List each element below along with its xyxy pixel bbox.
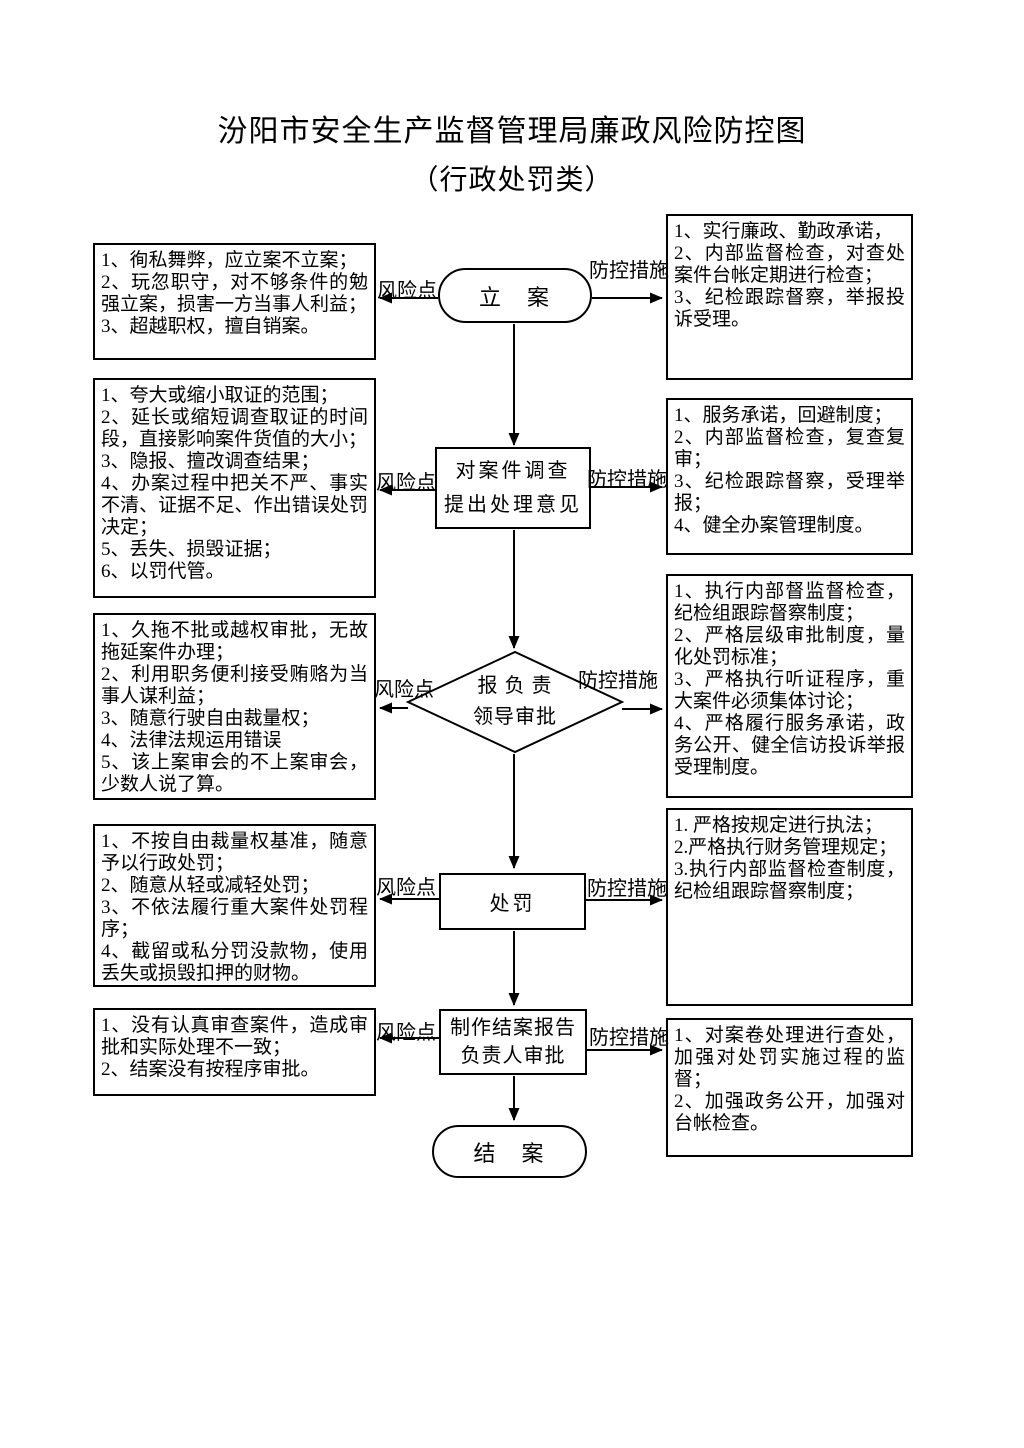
- risk-label-3: 风险点: [374, 679, 434, 701]
- list-item: 4、法律法规运用错误: [101, 730, 282, 751]
- list-item: 2、内部监督检查，对查处案件台帐定期进行检查；: [674, 243, 905, 286]
- list-item: 5、丢失、损毁证据；: [101, 539, 282, 560]
- list-item: 3、随意行驶自由裁量权；: [101, 708, 320, 729]
- control-label-1: 防控措施: [589, 260, 669, 282]
- list-item: 3.执行内部监督检查制度，纪检组跟踪督察制度；: [674, 859, 905, 902]
- list-item: 2、玩忽职守，对不够条件的勉强立案，损害一方当事人利益；: [101, 272, 368, 315]
- list-item: 2、利用职务便利接受贿赂为当事人谋利益；: [101, 664, 368, 707]
- list-item: 2、延长或缩短调查取证的时间段，直接影响案件货值的大小；: [101, 407, 368, 450]
- node-report-line2: 负责人审批: [460, 1045, 566, 1067]
- page-subtitle: （行政处罚类）: [410, 165, 614, 196]
- list-item: 2、严格层级审批制度，量化处罚标准；: [674, 625, 905, 668]
- list-item: 1、不按自由裁量权基准，随意予以行政处罚；: [101, 831, 368, 874]
- list-item: 4、办案过程中把关不严、事实不清、证据不足、作出错误处罚决定；: [101, 473, 368, 538]
- risk-label-2: 风险点: [376, 472, 436, 494]
- risk-box-4: 1、不按自由裁量权基准，随意予以行政处罚；2、随意从轻或减轻处罚；3、不依法履行…: [93, 824, 376, 987]
- node-punish: 处罚: [439, 873, 586, 930]
- list-item: 4、严格履行服务承诺，政务公开、健全信访投诉举报受理制度。: [674, 713, 905, 778]
- control-box-3: 1、执行内部督监督检查，纪检组跟踪督察制度；2、严格层级审批制度，量化处罚标准；…: [666, 574, 913, 798]
- risk-box-1: 1、徇私舞弊，应立案不立案；2、玩忽职守，对不够条件的勉强立案，损害一方当事人利…: [93, 243, 376, 360]
- list-item: 3、纪检跟踪督察，举报投诉受理。: [674, 287, 905, 330]
- list-item: 2、随意从轻或减轻处罚；: [101, 875, 320, 896]
- list-item: 2、内部监督检查，复查复审；: [674, 427, 905, 470]
- list-item: 1、徇私舞弊，应立案不立案；: [101, 250, 358, 271]
- list-item: 1、服务承诺，回避制度；: [674, 405, 893, 426]
- list-item: 1、对案卷处理进行查处，加强对处罚实施过程的监督；: [674, 1025, 905, 1090]
- list-item: 4、截留或私分罚没款物，使用丢失或损毁扣押的财物。: [101, 941, 368, 984]
- list-item: 3、严格执行听证程序，重大案件必须集体讨论；: [674, 669, 905, 712]
- list-item: 2、结案没有按程序审批。: [101, 1059, 320, 1080]
- list-item: 1、执行内部督监督检查，纪检组跟踪督察制度；: [674, 581, 905, 624]
- node-report: 制作结案报告 负责人审批: [439, 1009, 587, 1075]
- risk-label-4: 风险点: [376, 877, 436, 899]
- control-box-4: 1. 严格按规定进行执法；2.严格执行财务管理规定；3.执行内部监督检查制度，纪…: [666, 808, 913, 1006]
- control-box-2: 1、服务承诺，回避制度；2、内部监督检查，复查复审；3、纪检跟踪督察，受理举报；…: [666, 398, 913, 555]
- node-report-line1: 制作结案报告: [450, 1017, 576, 1039]
- node-investigate-line1: 对案件调查: [455, 460, 571, 482]
- list-item: 3、纪检跟踪督察，受理举报；: [674, 471, 905, 514]
- node-approve-line2: 领导审批: [473, 706, 557, 728]
- list-item: 2、加强政务公开，加强对台帐检查。: [674, 1091, 905, 1134]
- control-label-4: 防控措施: [587, 878, 667, 900]
- list-item: 1、没有认真审查案件，造成审批和实际处理不一致；: [101, 1015, 368, 1058]
- list-item: 1、夸大或缩小取证的范围；: [101, 385, 339, 406]
- node-approve: 报 负 责 领导审批: [425, 671, 605, 733]
- list-item: 3、超越职权，擅自销案。: [101, 316, 320, 337]
- control-box-5: 1、对案卷处理进行查处，加强对处罚实施过程的监督；2、加强政务公开，加强对台帐检…: [666, 1018, 913, 1157]
- control-label-2: 防控措施: [587, 469, 667, 491]
- control-label-5: 防控措施: [589, 1027, 669, 1049]
- list-item: 1. 严格按规定进行执法；: [674, 815, 884, 836]
- control-label-3: 防控措施: [578, 670, 658, 692]
- node-approve-line1: 报 负 责: [477, 675, 553, 697]
- list-item: 5、该上案审会的不上案审会， 少数人说了算。: [101, 752, 368, 795]
- list-item: 2.严格执行财务管理规定；: [674, 837, 898, 858]
- risk-box-5: 1、没有认真审查案件，造成审批和实际处理不一致；2、结案没有按程序审批。: [93, 1008, 376, 1096]
- risk-label-1: 风险点: [377, 280, 437, 302]
- list-item: 1、实行廉政、勤政承诺，: [674, 221, 893, 242]
- node-end: 结 案: [432, 1125, 587, 1178]
- node-investigate-line2: 提出处理意见: [444, 494, 582, 516]
- node-end-label: 结 案: [473, 1140, 546, 1166]
- node-start-label: 立 案: [478, 284, 551, 310]
- list-item: 3、隐报、擅改调查结果；: [101, 451, 320, 472]
- risk-label-5: 风险点: [376, 1022, 436, 1044]
- decision-diamond-shape: [405, 650, 625, 754]
- risk-box-2: 1、夸大或缩小取证的范围；2、延长或缩短调查取证的时间段，直接影响案件货值的大小…: [93, 378, 376, 598]
- risk-box-3: 1、久拖不批或越权审批，无故拖延案件办理；2、利用职务便利接受贿赂为当事人谋利益…: [93, 613, 376, 800]
- list-item: 4、健全办案管理制度。: [674, 515, 874, 536]
- node-start: 立 案: [438, 268, 592, 323]
- page-title: 汾阳市安全生产监督管理局廉政风险防控图: [217, 115, 807, 148]
- list-item: 1、久拖不批或越权审批，无故拖延案件办理；: [101, 620, 368, 663]
- list-item: 3、不依法履行重大案件处罚程序；: [101, 897, 368, 940]
- node-investigate: 对案件调查 提出处理意见: [435, 447, 591, 529]
- control-box-1: 1、实行廉政、勤政承诺，2、内部监督检查，对查处案件台帐定期进行检查；3、纪检跟…: [666, 214, 913, 380]
- node-punish-label: 处罚: [489, 893, 536, 915]
- list-item: 6、以罚代管。: [101, 561, 225, 582]
